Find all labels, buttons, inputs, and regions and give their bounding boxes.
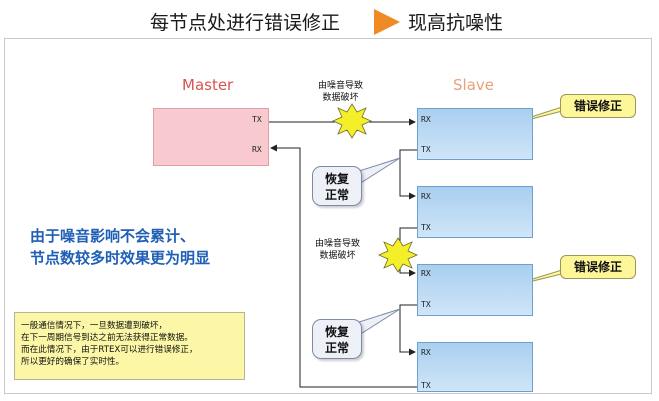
play-arrow-icon <box>374 9 400 35</box>
slave-2-rx-port: RX <box>421 192 431 201</box>
slave-4-rx-port: RX <box>421 348 431 357</box>
noise-burst-icon <box>378 237 418 273</box>
slave-node-4 <box>417 342 533 392</box>
noise-label-line1: 由噪音导致 <box>318 81 364 91</box>
note-line1: 一般通信情况下，一旦数据遭到破坏， <box>21 321 168 331</box>
noise-burst-icon <box>332 103 372 139</box>
recover-line2: 正常 <box>324 188 349 202</box>
slave-1-tx-port: TX <box>421 145 431 154</box>
slave-3-rx-port: RX <box>421 269 431 278</box>
noise-label-1: 由噪音导致 数据破坏 <box>318 80 363 104</box>
recover-callout-1: 恢复 正常 <box>312 166 362 206</box>
master-label: Master <box>182 76 234 94</box>
summary-text: 由于噪音影响不会累计、 节点数较多时效果更为明显 <box>30 225 210 269</box>
header-title: 每节点处进行错误修正 <box>150 12 341 34</box>
note-line2: 在下一周期信号到达之前无法获得正常数据。 <box>21 333 193 343</box>
master-tx-port: TX <box>252 115 262 124</box>
diagram-frame <box>4 38 652 394</box>
summary-line2: 节点数较多时效果更为明显 <box>30 249 211 267</box>
summary-line1: 由于噪音影响不会累计、 <box>30 227 196 245</box>
explanation-note: 一般通信情况下，一旦数据遭到破坏， 在下一周期信号到达之前无法获得正常数据。 而… <box>14 312 245 380</box>
noise-label-2: 由噪音导致 数据破坏 <box>315 238 360 262</box>
recover-callout-2: 恢复 正常 <box>312 319 362 359</box>
slave-node-1 <box>417 108 533 160</box>
slave-2-tx-port: TX <box>421 223 431 232</box>
slave-node-3 <box>417 264 533 316</box>
slave-1-rx-port: RX <box>421 115 431 124</box>
recover-line1: 恢复 <box>324 325 349 339</box>
master-rx-port: RX <box>252 145 262 154</box>
error-fix-callout-1: 错误修正 <box>560 94 636 118</box>
recover-line1: 恢复 <box>324 172 349 186</box>
slave-3-tx-port: TX <box>421 300 431 309</box>
slave-label: Slave <box>453 76 494 94</box>
slave-node-2 <box>417 186 533 238</box>
master-node <box>153 108 269 166</box>
note-line4: 所以更好的确保了实时性。 <box>21 357 125 367</box>
header-subtitle: 现高抗噪性 <box>408 12 504 34</box>
note-line3: 而在此情况下，由于RTEX可以进行错误修正， <box>21 345 198 355</box>
noise-label-line2: 数据破坏 <box>322 93 359 103</box>
slave-4-tx-port: TX <box>421 381 431 390</box>
recover-line2: 正常 <box>324 341 349 355</box>
noise-label-line1: 由噪音导致 <box>315 239 361 249</box>
noise-label-line2: 数据破坏 <box>319 251 356 261</box>
error-fix-callout-2: 错误修正 <box>560 255 636 279</box>
